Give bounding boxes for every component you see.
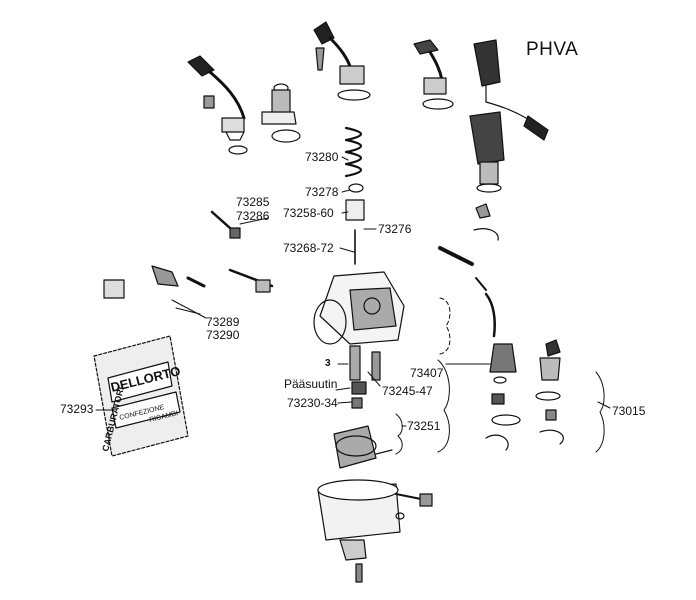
label-73289: 73289 bbox=[206, 315, 240, 329]
idle-screw-parts bbox=[210, 210, 241, 239]
throttle-cable-assembly-middle bbox=[313, 21, 371, 101]
label-3: 3 bbox=[325, 358, 331, 369]
brace-marks bbox=[395, 297, 605, 455]
parts-packet bbox=[93, 335, 189, 457]
label-paasuutin: Pääsuutin bbox=[284, 377, 338, 391]
label-73290: 73290 bbox=[206, 328, 240, 342]
label-73278: 73278 bbox=[305, 185, 339, 199]
label-73276: 73276 bbox=[378, 222, 412, 236]
main-jet-parts bbox=[349, 345, 381, 409]
label-73293: 73293 bbox=[60, 402, 94, 416]
throttle-cable-assembly-right bbox=[413, 39, 454, 110]
label-73230-34: 73230-34 bbox=[287, 396, 338, 410]
diagram-title: PHVA bbox=[526, 39, 579, 60]
label-73245-47: 73245-47 bbox=[382, 384, 433, 398]
leader-lines bbox=[95, 156, 611, 427]
float-assembly bbox=[333, 425, 393, 469]
choke-cable-fittings bbox=[438, 246, 564, 451]
air-screw-and-fittings bbox=[103, 265, 274, 299]
label-73286: 73286 bbox=[236, 209, 270, 223]
label-73015: 73015 bbox=[612, 404, 646, 418]
throttle-cable-assembly-left bbox=[187, 55, 301, 155]
label-73407: 73407 bbox=[410, 366, 444, 380]
carburetor-body bbox=[313, 271, 405, 345]
label-73251: 73251 bbox=[407, 419, 441, 433]
float-bowl bbox=[317, 479, 433, 583]
label-73280: 73280 bbox=[305, 150, 339, 164]
label-73268-72: 73268-72 bbox=[283, 241, 334, 255]
label-73258-60: 73258-60 bbox=[283, 206, 334, 220]
choke-boot-assembly bbox=[469, 39, 549, 241]
label-73285: 73285 bbox=[236, 195, 270, 209]
slide-and-needle-stack bbox=[344, 126, 365, 265]
